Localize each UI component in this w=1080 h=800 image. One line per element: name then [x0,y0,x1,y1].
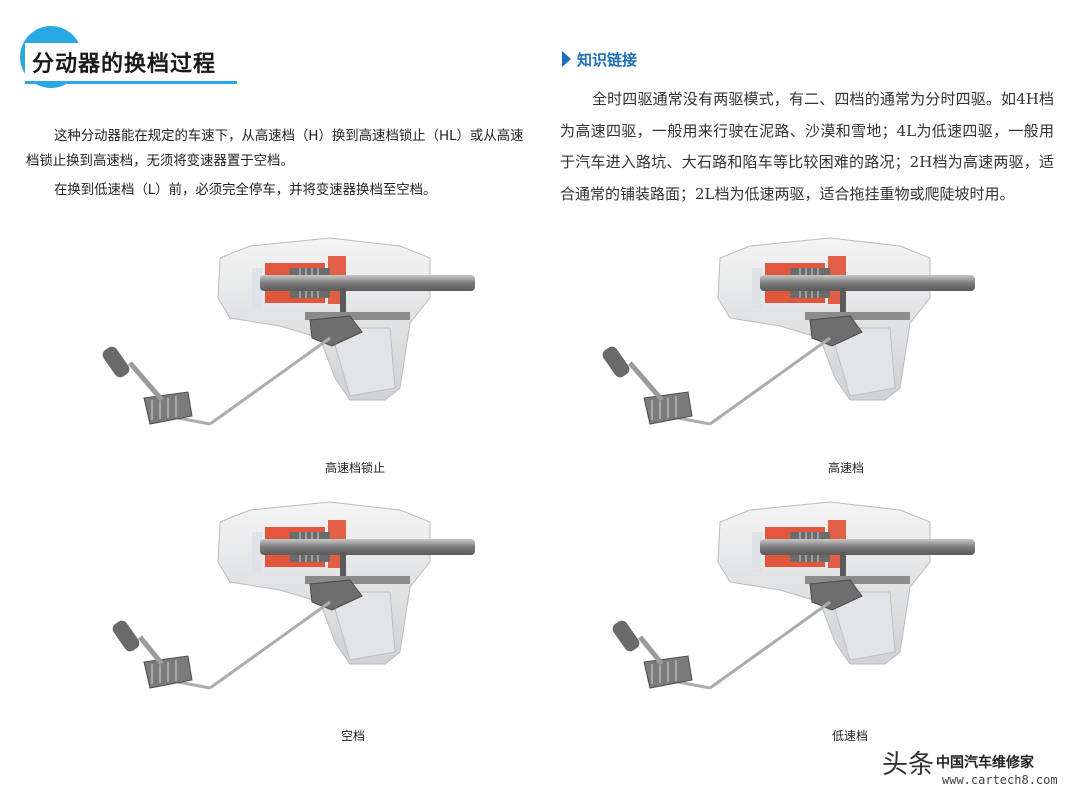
output-shaft [760,539,975,555]
figure-caption-high: 高速档 [828,461,865,475]
shift-lever [612,620,693,689]
shift-fork [305,552,410,611]
intro-paragraph-2: 在换到低速档（L）前，必须完全停车，并将变速器换档至空档。 [54,183,437,198]
shift-linkage [209,600,331,690]
page-title: 分动器的换档过程 [32,52,217,77]
shift-fork [305,288,410,347]
title-bar [25,43,237,84]
transfer-case-figure-neutral [100,492,500,722]
shift-fork [805,288,910,347]
transfer-case-figure-high [600,228,1000,458]
section-title-badge: 分动器的换档过程 [0,26,250,96]
figure-caption-low: 低速档 [832,729,869,743]
shift-lever [602,346,693,425]
watermark-brand: 中国汽车维修家 [936,755,1034,771]
shift-lever [102,346,193,425]
figure-caption-high-lock: 高速档锁止 [325,461,386,475]
output-shaft [260,275,475,291]
output-shaft [260,539,475,555]
knowledge-paragraph: 全时四驱通常没有两驱模式，有二、四档的通常为分时四驱。如4H档为高速四驱，一般用… [560,90,1054,203]
watermark-toutiao: 头条 [882,750,935,780]
watermark-url: www.cartech8.com [942,773,1058,787]
triangle-bullet-icon [562,51,571,67]
shift-linkage [709,600,831,690]
transfer-case-figure-high-lock [100,228,500,458]
figure-caption-neutral: 空档 [341,729,366,743]
knowledge-title: 知识链接 [577,50,638,69]
intro-paragraph-1: 这种分动器能在规定的车速下，从高速档（H）换到高速档锁止（HL）或从高速档锁止换… [26,129,524,169]
transfer-case-figure-low [600,492,1000,722]
output-shaft [760,275,975,291]
shift-linkage [209,336,331,426]
shift-fork [805,552,910,611]
shift-linkage [709,336,831,426]
shift-lever [112,620,193,689]
knowledge-heading: 知识链接 [562,48,637,70]
intro-text: 这种分动器能在规定的车速下，从高速档（H）换到高速档锁止（HL）或从高速档锁止换… [26,124,526,207]
